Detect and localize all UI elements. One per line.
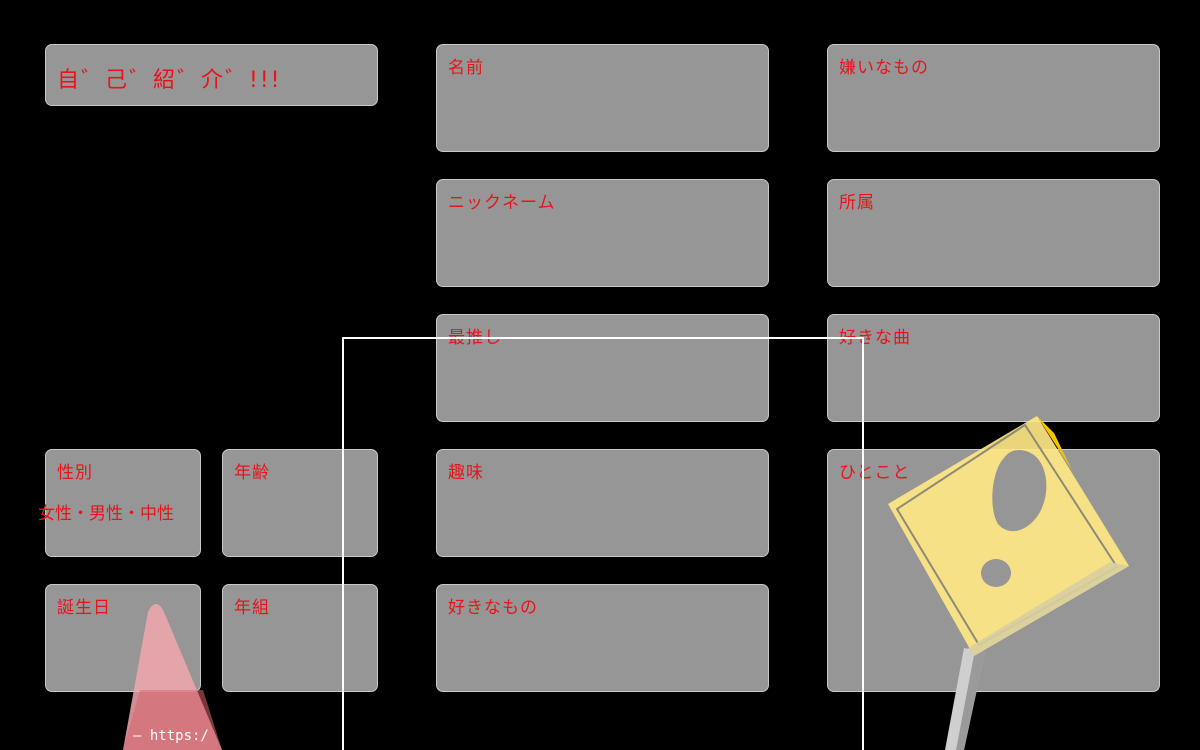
title-card: 自゛己゛紹゛介゛!!! [45, 44, 378, 106]
affiliation-field[interactable]: 所属 [827, 179, 1160, 287]
comment-label: ひとこと [839, 463, 911, 483]
birthday-label: 誕生日 [57, 598, 111, 618]
oshi-field[interactable]: 最推し [436, 314, 769, 422]
birthday-field[interactable]: 誕生日 [45, 584, 201, 692]
oshi-label: 最推し [448, 328, 502, 348]
gender-field[interactable]: 性別 女性・男性・中性 [38, 449, 201, 557]
age-label: 年齢 [234, 463, 270, 483]
page-title: 自゛己゛紹゛介゛!!! [57, 68, 282, 93]
grade-class-label: 年組 [234, 598, 270, 618]
favorite-song-field[interactable]: 好きな曲 [827, 314, 1160, 422]
hobby-field[interactable]: 趣味 [436, 449, 769, 557]
nickname-label: ニックネーム [448, 193, 556, 213]
dislikes-field[interactable]: 嫌いなもの [827, 44, 1160, 152]
favorite-song-label: 好きな曲 [839, 328, 911, 348]
affiliation-label: 所属 [839, 193, 875, 213]
nickname-field[interactable]: ニックネーム [436, 179, 769, 287]
name-label: 名前 [448, 58, 484, 78]
footer-url[interactable]: — https:/ [133, 728, 209, 744]
age-field[interactable]: 年齢 [222, 449, 378, 557]
grade-class-field[interactable]: 年組 [222, 584, 378, 692]
gender-options[interactable]: 女性・男性・中性 [38, 504, 174, 524]
name-field[interactable]: 名前 [436, 44, 769, 152]
hobby-label: 趣味 [448, 463, 484, 483]
gender-label: 性別 [57, 463, 93, 483]
dislikes-label: 嫌いなもの [839, 58, 929, 78]
likes-field[interactable]: 好きなもの [436, 584, 769, 692]
likes-label: 好きなもの [448, 598, 538, 618]
comment-field[interactable]: ひとこと [827, 449, 1160, 692]
